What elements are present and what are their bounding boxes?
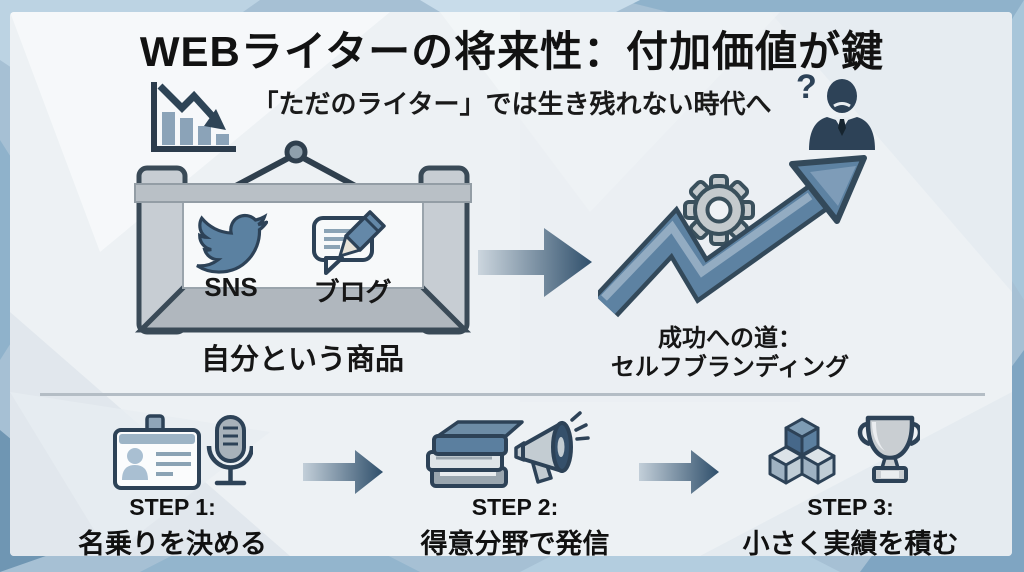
building-blocks-icon	[768, 417, 836, 485]
question-mark: ?	[796, 68, 817, 106]
twitter-bird-icon	[196, 213, 268, 274]
gear-icon	[683, 174, 755, 246]
microphone-icon	[206, 415, 253, 486]
success-caption-line1: 成功への道：	[658, 325, 802, 352]
trophy-icon	[857, 415, 920, 483]
id-badge-icon	[113, 414, 201, 490]
success-graphic	[598, 155, 867, 318]
blog-icon	[312, 210, 386, 275]
step3-description: 小さく実績を積む	[742, 529, 959, 559]
signboard	[134, 140, 472, 335]
success-caption: 成功への道： セルフブランディング	[600, 324, 860, 382]
step2-description: 得意分野で発信	[420, 529, 610, 559]
step3-label: STEP 3:	[807, 494, 894, 520]
step1-text: STEP 1: 名乗りを決める	[60, 494, 285, 561]
step3-icons	[768, 415, 920, 485]
page-subtitle: 「ただのライター」では生き残れない時代へ	[252, 89, 772, 119]
flow-arrow-main	[478, 228, 592, 297]
success-caption-line2: セルフブランディング	[610, 354, 850, 381]
step-arrow-1	[303, 450, 383, 494]
section-divider	[40, 393, 985, 396]
declining-chart-icon	[151, 82, 236, 152]
megaphone-icon	[514, 411, 590, 484]
step3-text: STEP 3: 小さく実績を積む	[733, 494, 968, 561]
step2-text: STEP 2: 得意分野で発信	[405, 494, 625, 561]
page-title: WEBライターの将来性：付加価値が鍵	[139, 28, 885, 75]
step1-label: STEP 1:	[129, 494, 216, 520]
blog-label: ブログ	[313, 277, 392, 307]
worried-businessman-icon: ?	[796, 68, 875, 150]
step2-label: STEP 2:	[471, 494, 559, 520]
sns-label: SNS	[204, 272, 258, 302]
rising-arrow-icon	[598, 155, 867, 318]
step1-description: 名乗りを決める	[78, 529, 267, 559]
step2-icons	[426, 411, 590, 488]
step1-icons	[113, 414, 253, 490]
books-icon	[426, 420, 524, 488]
step-arrow-2	[639, 450, 719, 494]
product-caption: 自分という商品	[200, 344, 404, 376]
